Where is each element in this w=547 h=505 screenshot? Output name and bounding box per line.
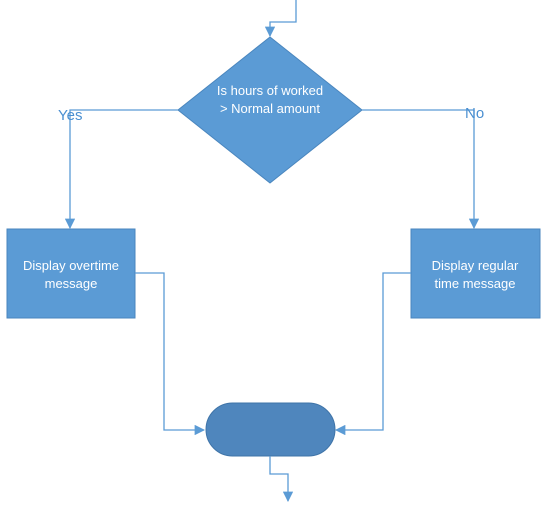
terminator-shape [205, 402, 336, 457]
process-regular-line2: time message [435, 276, 516, 291]
process-box-overtime [6, 228, 136, 319]
incoming-connector [264, 0, 297, 38]
decision-text-line1: Is hours of worked [217, 83, 323, 98]
no-branch-connector [362, 109, 480, 230]
overtime-to-end-connector [135, 272, 206, 436]
decision-text-line2: > Normal amount [220, 101, 320, 116]
process-box-regular [410, 228, 541, 319]
process-overtime-line1: Display overtime [23, 258, 119, 273]
process-overtime-line2: message [45, 276, 98, 291]
no-label: No [465, 105, 484, 122]
process-regular-line1: Display regular [432, 258, 519, 273]
outgoing-connector [269, 456, 294, 503]
decision-diamond [177, 36, 363, 184]
yes-label: Yes [58, 107, 82, 124]
yes-branch-connector [64, 109, 178, 230]
regular-to-end-connector [334, 272, 411, 436]
